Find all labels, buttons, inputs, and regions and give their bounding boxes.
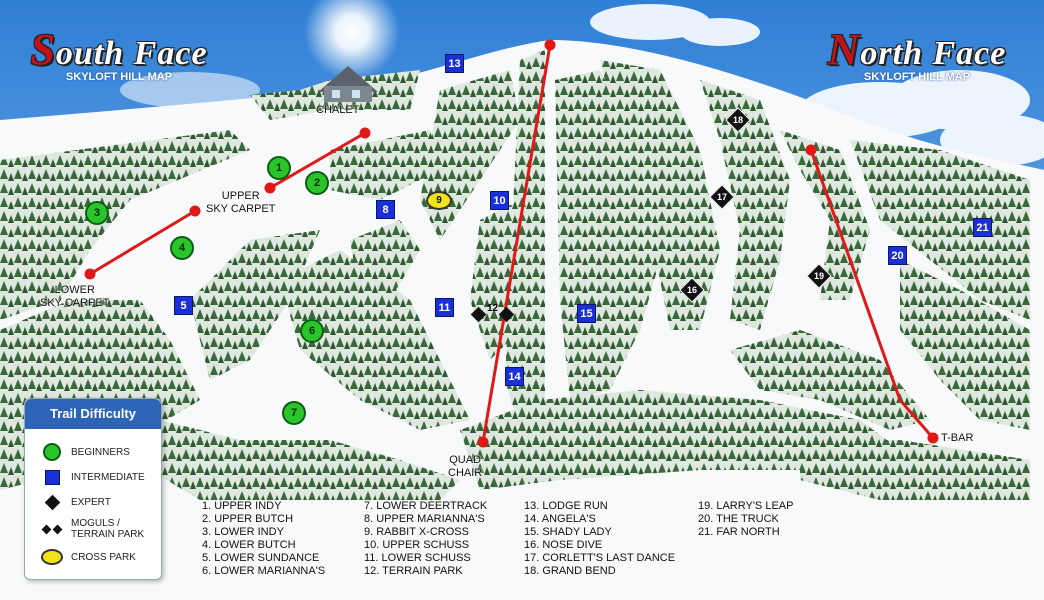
south-face-name: outh Face	[55, 35, 208, 72]
trail-difficulty-legend: Trail Difficulty BEGINNERS INTERMEDIATE …	[24, 398, 162, 580]
trail-name: 6. LOWER MARIANNA'S	[202, 565, 326, 577]
trail-marker-15[interactable]: 15	[577, 304, 596, 323]
trail-name: 10. UPPER SCHUSS	[364, 539, 470, 551]
legend-row-intermediate: INTERMEDIATE	[39, 470, 145, 485]
trail-marker-11[interactable]: 11	[435, 298, 454, 317]
legend-row-beginners: BEGINNERS	[39, 443, 130, 461]
mogul-diamond-left-icon	[470, 306, 487, 323]
trail-name: 20. THE TRUCK	[698, 513, 779, 525]
quad-chair-line	[481, 44, 552, 443]
trail-name: 17. CORLETT'S LAST DANCE	[524, 552, 676, 564]
lower-sky-carpet-line	[89, 209, 196, 276]
sun	[304, 0, 400, 80]
double-diamond-icon	[41, 524, 63, 534]
trail-marker-1[interactable]: 1	[267, 156, 291, 180]
legend-beginners-label: BEGINNERS	[71, 446, 130, 458]
chalet-label: CHALET	[316, 104, 360, 116]
trail-marker-12[interactable]: 12	[470, 303, 515, 323]
trail-name: 14. ANGELA'S	[524, 513, 596, 525]
trail-marker-17-number: 17	[716, 191, 728, 202]
green-circle-icon	[43, 443, 61, 461]
trail-name: 11. LOWER SCHUSS	[364, 552, 471, 564]
trail-marker-19-number: 19	[813, 270, 825, 281]
trail-name: 19. LARRY'S LEAP	[698, 500, 794, 512]
legend-moguls-label: MOGULS /	[71, 518, 120, 529]
south-face-cap: S	[30, 25, 56, 74]
t-bar-line	[809, 149, 935, 439]
legend-terrain-park-label: TERRAIN PARK	[71, 529, 145, 540]
lift-lines	[84, 39, 939, 448]
blue-square-icon	[44, 470, 60, 485]
south-face-subtitle: SKYLOFT HILL MAP	[65, 71, 173, 83]
legend-expert-label: EXPERT	[71, 497, 111, 508]
trail-name: 4. LOWER BUTCH	[202, 539, 296, 551]
trail-name: 3. LOWER INDY	[202, 526, 284, 538]
lower-sky-carpet-label: LOWER SKY CARPET	[40, 284, 110, 309]
trail-marker-14[interactable]: 14	[505, 367, 524, 386]
trail-name: 9. RABBIT X-CROSS	[364, 526, 469, 538]
trail-name: 18. GRAND BEND	[524, 565, 616, 577]
trail-marker-6[interactable]: 6	[300, 319, 324, 343]
upper-sky-carpet-label: UPPER SKY CARPET	[206, 190, 276, 215]
legend-row-moguls: MOGULS /TERRAIN PARK	[39, 518, 144, 540]
trail-list-column-4: 19. LARRY'S LEAP 20. THE TRUCK 21. FAR N…	[698, 500, 793, 539]
legend-title: Trail Difficulty	[25, 399, 161, 429]
mogul-diamond-right-icon	[498, 306, 515, 323]
trail-name: 21. FAR NORTH	[698, 526, 780, 538]
north-face-subtitle: SKYLOFT HILL MAP	[863, 71, 971, 83]
trail-name: 12. TERRAIN PARK	[364, 565, 463, 577]
north-face-cap: N	[827, 25, 861, 74]
trail-marker-21[interactable]: 21	[973, 218, 992, 237]
trail-name: 7. LOWER DEERTRACK	[364, 500, 488, 512]
trail-name: 16. NOSE DIVE	[524, 539, 603, 551]
trail-marker-9[interactable]: 9	[426, 191, 452, 210]
trail-marker-16-number: 16	[686, 284, 698, 295]
trail-name: 2. UPPER BUTCH	[202, 513, 294, 525]
trail-list-column-1: 1. UPPER INDY 2. UPPER BUTCH 3. LOWER IN…	[202, 500, 325, 578]
chalet-building	[318, 66, 378, 102]
south-face-title: South Face SKYLOFT HILL MAP	[24, 24, 214, 83]
black-diamond-icon	[44, 494, 60, 511]
trail-marker-20[interactable]: 20	[888, 246, 907, 265]
trail-name: 1. UPPER INDY	[202, 500, 282, 512]
quad-chair-label: QUAD CHAIR	[448, 454, 483, 479]
trail-marker-3[interactable]: 3	[85, 201, 109, 225]
north-face-title: North Face SKYLOFT HILL MAP	[822, 24, 1012, 83]
trail-name: 5. LOWER SUNDANCE	[202, 552, 320, 564]
trail-marker-2[interactable]: 2	[305, 171, 329, 195]
trail-list-column-2: 7. LOWER DEERTRACK 8. UPPER MARIANNA'S 9…	[364, 500, 487, 578]
north-face-name: orth Face	[860, 35, 1007, 72]
legend-row-cross-park: CROSS PARK	[39, 549, 136, 565]
trail-marker-10[interactable]: 10	[490, 191, 509, 210]
trail-list-column-3: 13. LODGE RUN 14. ANGELA'S 15. SHADY LAD…	[524, 500, 675, 578]
trail-marker-13[interactable]: 13	[445, 54, 464, 73]
trail-name: 13. LODGE RUN	[524, 500, 608, 512]
trail-name: 15. SHADY LADY	[524, 526, 612, 538]
trail-marker-7[interactable]: 7	[282, 401, 306, 425]
trail-marker-18-number: 18	[732, 114, 744, 125]
t-bar-label: T-BAR	[941, 432, 974, 444]
legend-row-expert: EXPERT	[39, 494, 111, 511]
legend-intermediate-label: INTERMEDIATE	[71, 472, 145, 483]
trail-marker-12-number: 12	[487, 303, 499, 314]
trail-name: 8. UPPER MARIANNA'S	[364, 513, 485, 525]
legend-cross-park-label: CROSS PARK	[71, 551, 136, 563]
trail-marker-8[interactable]: 8	[376, 200, 395, 219]
yellow-oval-icon	[41, 549, 63, 565]
trail-marker-5[interactable]: 5	[174, 296, 193, 315]
upper-sky-carpet-line	[269, 131, 366, 190]
trail-marker-4[interactable]: 4	[170, 236, 194, 260]
